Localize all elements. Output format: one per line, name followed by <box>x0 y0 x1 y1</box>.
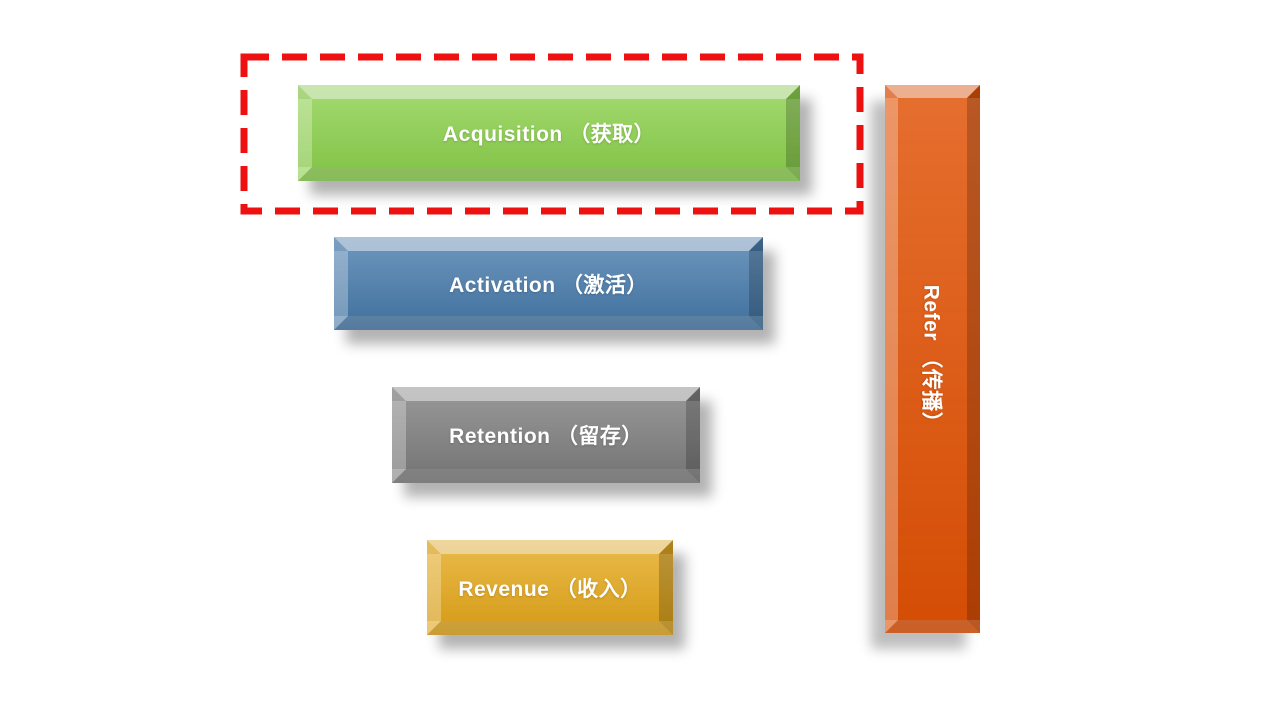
highlight-dashed-rect <box>240 53 864 215</box>
funnel-bar-revenue-label: Revenue （收入） <box>458 577 642 601</box>
funnel-bar-revenue: Revenue （收入） <box>427 540 673 635</box>
funnel-bar-acquisition: Acquisition （获取） <box>298 85 800 181</box>
highlight-dashed-rect-stroke <box>240 53 864 215</box>
funnel-bar-acquisition-label: Acquisition （获取） <box>442 123 656 146</box>
funnel-bar-activation-label: Activation （激活） <box>449 273 648 297</box>
funnel-bar-retention-label: Retention （留存） <box>449 425 643 448</box>
funnel-bar-refer-label: Refer （传播） <box>919 284 943 434</box>
funnel-bar-retention: Retention （留存） <box>392 387 700 483</box>
funnel-bar-refer: Refer （传播） <box>885 85 980 633</box>
funnel-bar-activation: Activation （激活） <box>334 237 763 330</box>
